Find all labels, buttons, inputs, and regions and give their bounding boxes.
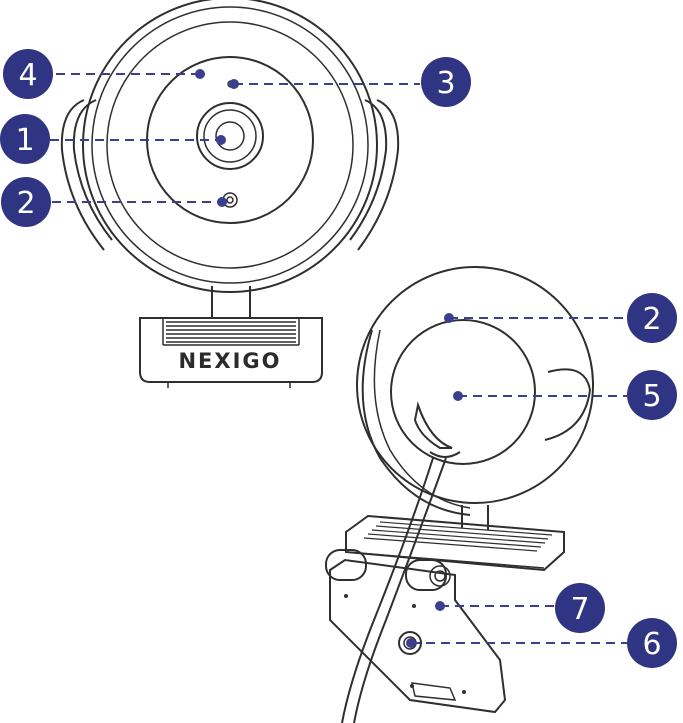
back-outer-shell xyxy=(357,267,593,503)
back-webcam xyxy=(326,267,593,723)
callout-2-back: 2 xyxy=(444,293,677,343)
callout-6-label: 6 xyxy=(642,627,661,662)
callout-6: 6 xyxy=(406,618,677,668)
callout-5-label: 5 xyxy=(642,379,661,414)
mount-top-plate xyxy=(346,516,564,570)
callout-2-back-label: 2 xyxy=(642,302,661,337)
base-grip-lines xyxy=(166,322,296,342)
callout-3-label: 3 xyxy=(436,66,455,101)
brand-logo: NEXIGO xyxy=(178,349,281,373)
lens-icon xyxy=(197,103,263,169)
callout-5: 5 xyxy=(453,370,677,420)
back-panel xyxy=(391,320,535,464)
callout-4-label: 4 xyxy=(18,58,37,93)
callout-7-label: 7 xyxy=(570,592,589,627)
front-outer-shell xyxy=(83,0,377,292)
callout-1: 1 xyxy=(0,114,226,164)
callout-2-front-label: 2 xyxy=(16,186,35,221)
callout-4: 4 xyxy=(3,49,205,99)
front-webcam: NEXIGO xyxy=(62,0,398,388)
callout-1-label: 1 xyxy=(15,123,34,158)
